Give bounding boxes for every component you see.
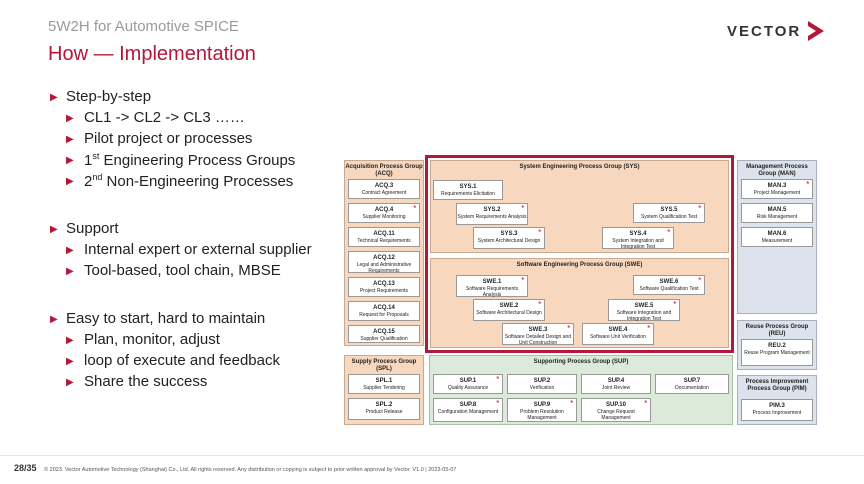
bullet-loop: loop of execute and feedback: [66, 352, 280, 369]
bullet-support: Support: [50, 220, 119, 237]
bullet-second-non-engineering: 2nd Non-Engineering Processes: [66, 172, 293, 190]
footer-divider: [0, 455, 864, 456]
bullet-step: Step-by-step: [50, 88, 151, 105]
sys-group-title: System Engineering Process Group (SYS): [519, 164, 640, 170]
page-number: 28/35: [14, 463, 37, 473]
footer: 28/35 © 2023. Vector Automotive Technolo…: [14, 463, 456, 473]
slide-title: How — Implementation: [48, 43, 256, 65]
sup-group-title: Supporting Process Group (SUP): [533, 359, 629, 365]
pim-group-title: Process Improvement Process Group (PIM): [745, 379, 809, 392]
bullet-cl: CL1 -> CL2 -> CL3 ……: [66, 109, 245, 126]
reu-group-title: Reuse Process Group (REU): [745, 324, 809, 337]
bullet-easy: Easy to start, hard to maintain: [50, 310, 265, 327]
copyright-text: © 2023. Vector Automotive Technology (Sh…: [44, 467, 457, 473]
man-group-title: Management Process Group (MAN): [746, 164, 808, 177]
bullet-share: Share the success: [66, 373, 207, 390]
bullet-tool: Tool-based, tool chain, MBSE: [66, 262, 281, 279]
acq-group-title: Acquisition Process Group (ACQ): [345, 164, 423, 177]
presentation-subtitle: 5W2H for Automotive SPICE: [48, 18, 239, 35]
bullet-first-engineering: 1st Engineering Process Groups: [66, 151, 295, 169]
swe-group-title: Software Engineering Process Group (SWE): [516, 262, 643, 268]
bullet-pilot: Pilot project or processes: [66, 130, 252, 147]
spl-group-title: Supply Process Group (SPL): [351, 359, 417, 372]
chevron-right-icon: [808, 21, 825, 41]
bullet-plan: Plan, monitor, adjust: [66, 331, 220, 348]
logo-text: VECTOR: [727, 22, 802, 40]
vector-logo: VECTOR: [727, 20, 827, 42]
bullet-internal: Internal expert or external supplier: [66, 241, 312, 258]
